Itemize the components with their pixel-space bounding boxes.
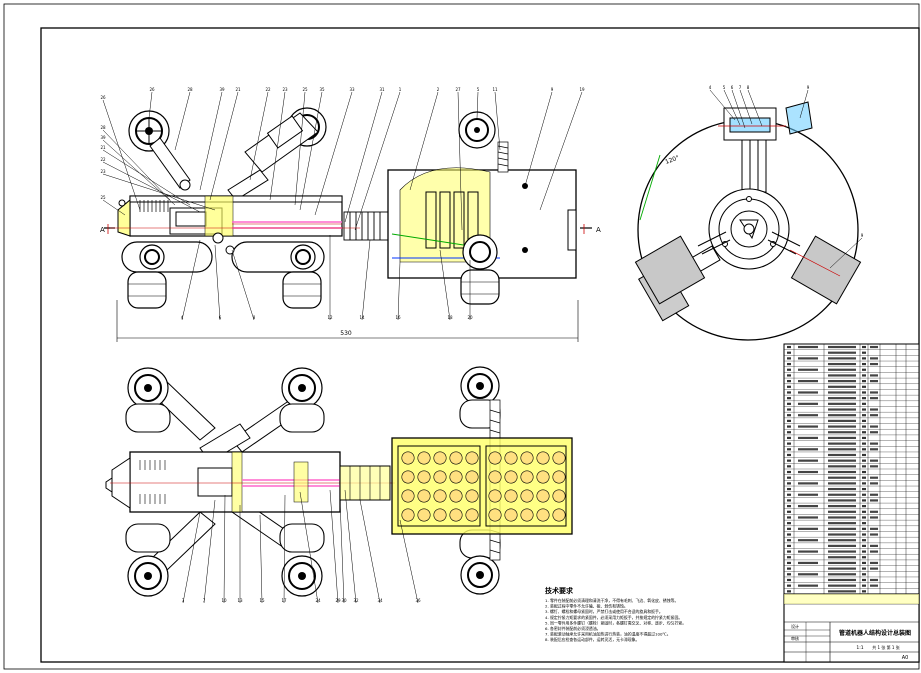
side-bottom-callout-8: 8 (253, 315, 256, 320)
title-sheet: 共 1 张 第 1 张 (872, 644, 899, 650)
wheel-rear-bottom (460, 234, 500, 305)
tech-note-line: 8. 装配后应检查各运动部件，运转灵活，无卡滞现象。 (545, 637, 639, 642)
title-scale: 1:1 (856, 645, 863, 651)
battery-cells (401, 451, 566, 522)
top-view (105, 366, 573, 597)
side-callout-9: 9 (551, 87, 554, 92)
side-callout-28: 28 (187, 87, 193, 92)
side-bottom-callout-12: 12 (327, 315, 333, 320)
side-left-callout-39: 39 (100, 135, 106, 140)
track-lower-left (121, 241, 213, 309)
end-callout-5: 5 (723, 85, 726, 90)
side-left-callout-21: 21 (100, 145, 106, 150)
top-callout-29: 29 (335, 598, 341, 603)
tech-note-line: 3. 螺钉、螺栓和螺母紧固时，严禁打击或使用不合适的旋具和扳手。 (545, 609, 663, 614)
top-callout-13: 13 (237, 598, 243, 603)
end-callout-4: 4 (709, 85, 712, 90)
side-left-callout-26: 26 (100, 95, 106, 100)
side-callout-31: 31 (379, 87, 385, 92)
side-callout-21: 21 (235, 87, 241, 92)
tech-note-line: 7. 装配滚动轴承允许采用机油加热进行热装，油的温度不得超过100℃。 (545, 632, 671, 637)
top-callout-17: 17 (281, 598, 287, 603)
top-callout-32: 32 (353, 598, 359, 603)
side-left-callout-22: 22 (100, 157, 106, 162)
bellows-coupling (343, 211, 389, 241)
side-left-callout-23: 23 (100, 169, 106, 174)
top-callout-10: 10 (221, 598, 227, 603)
side-callout-22: 22 (265, 87, 271, 92)
side-callout-19: 19 (579, 87, 585, 92)
side-bottom-callout-14: 14 (359, 315, 365, 320)
top-callout-24: 24 (315, 598, 321, 603)
side-callout-5: 5 (477, 87, 480, 92)
side-callout-27: 27 (455, 87, 461, 92)
side-view-callouts: 26 28 39 21 22 23 25 35 33 31 1 2 27 5 11 9 19 26 28 39 21 22… (100, 87, 585, 231)
side-callout-2: 2 (437, 87, 440, 92)
section-mark-right: A (596, 226, 601, 234)
side-callout-26: 26 (149, 87, 155, 92)
tech-note-line: 1. 零件在装配前必须清理和清洗干净，不得有毛刺、飞边、氧化皮、锈蚀等。 (545, 598, 678, 603)
side-bottom-callout-4: 4 (181, 315, 184, 320)
tech-note-line: 6. 各密封件装配前必须浸透油。 (545, 626, 601, 631)
end-callout-6: 6 (731, 85, 734, 90)
side-left-callout-25: 25 (100, 195, 106, 200)
top-callout-3: 3 (182, 598, 185, 603)
side-bottom-callout-16: 16 (395, 315, 401, 320)
end-callout-9: 9 (807, 85, 810, 90)
top-wheel-3 (125, 523, 171, 597)
top-callout-15: 15 (259, 598, 265, 603)
end-view: 120° (634, 101, 862, 341)
tech-notes-title: 技术要求 (545, 586, 574, 595)
side-callout-1: 1 (399, 87, 402, 92)
top-wheel-rear-1 (459, 366, 501, 429)
side-callout-25: 25 (302, 87, 308, 92)
end-callout-arm: 9 (861, 233, 864, 238)
side-bottom-callout-20: 20 (467, 315, 473, 320)
side-bottom-callout-6: 6 (219, 315, 222, 320)
track-lower-middle (231, 241, 325, 309)
top-wheel-4 (279, 523, 325, 597)
tech-note-line: 2. 装配过程中零件不允许磕、碰、划伤和锈蚀。 (545, 604, 628, 609)
top-wheel-2 (279, 367, 325, 433)
top-callout-30: 30 (341, 598, 347, 603)
end-callout-8: 8 (747, 85, 750, 90)
side-callout-11: 11 (492, 87, 498, 92)
tech-notes-lines: 1. 零件在装配前必须清理和清洗干净，不得有毛刺、飞边、氧化皮、锈蚀等。2. 装… (545, 598, 686, 642)
top-wheel-1 (125, 367, 171, 433)
side-bottom-callout-18: 18 (447, 315, 453, 320)
title-block: 管道机器人结构设计总装图 1:1 共 1 张 第 1 张 A0 设计 审核 (783, 593, 920, 663)
title-checker: 审核 (791, 635, 799, 641)
tech-note-line: 4. 规定拧紧力矩要求的紧固件，必须采用力矩扳手，并按规定的拧紧力矩紧固。 (545, 615, 682, 620)
tech-note-line: 5. 同一零件用多件螺钉（螺栓）紧固时，各螺钉需交叉、对称、逐步、均匀拧紧。 (545, 620, 686, 625)
top-callout-36: 36 (415, 598, 421, 603)
side-left-callout-28: 28 (100, 125, 106, 130)
title-drawing-no: A0 (902, 655, 909, 661)
title-designer: 设计 (791, 623, 799, 629)
parts-list-table (783, 343, 920, 595)
side-view: 530 A A (100, 107, 601, 342)
side-callout-39: 39 (219, 87, 225, 92)
top-callout-7: 7 (203, 598, 206, 603)
side-callout-35: 35 (319, 87, 325, 92)
drawing-title: 管道机器人结构设计总装图 (839, 629, 911, 637)
side-view-bottom-callouts: 4 6 8 12 14 16 18 20 (181, 235, 473, 321)
end-callout-7: 7 (739, 85, 742, 90)
top-callout-34: 34 (377, 598, 383, 603)
technical-requirements: 技术要求 1. 零件在装配前必须清理和清洗干净，不得有毛刺、飞边、氧化皮、锈蚀等… (545, 586, 686, 642)
section-mark-left: A (100, 226, 105, 234)
side-callout-23: 23 (282, 87, 288, 92)
overall-length-dimension: 530 (340, 330, 352, 337)
end-view-angle: 120° (664, 154, 680, 166)
side-callout-33: 33 (349, 87, 355, 92)
